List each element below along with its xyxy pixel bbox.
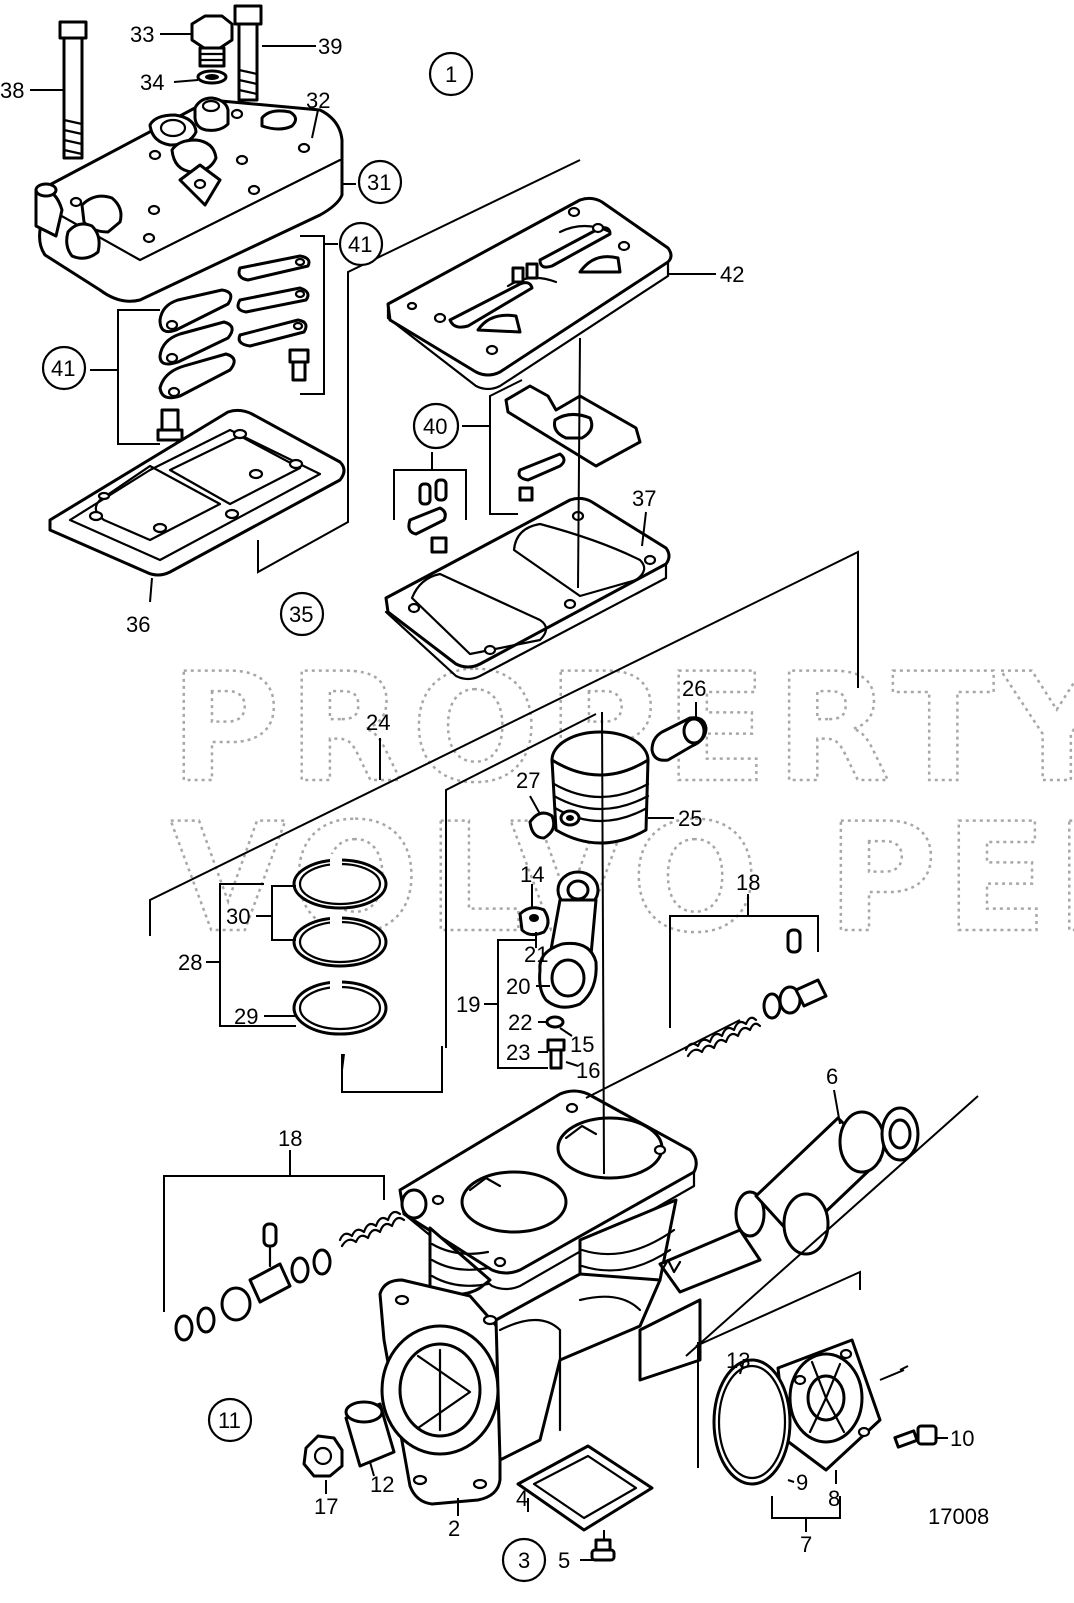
callout-41-lower: 41: [51, 356, 75, 381]
nut-17: [302, 1434, 344, 1478]
crankcase-2: [378, 1089, 702, 1506]
callout-14: 14: [520, 862, 544, 887]
gasket-37: [384, 496, 671, 681]
callout-41-upper: 41: [348, 232, 372, 257]
callout-2: 2: [448, 1516, 460, 1541]
callout-16: 16: [576, 1058, 600, 1083]
circlip-27: [528, 811, 556, 840]
screw-5: [590, 1538, 616, 1562]
callout-6: 6: [826, 1064, 838, 1089]
valve-plate-42: [386, 196, 673, 391]
fitting-33: [190, 14, 234, 68]
bushing-12: [344, 1400, 396, 1468]
callout-18-left: 18: [278, 1126, 302, 1151]
callout-labels: 38 33 39 34 32 31 1 41 41 42 40 37 36 35…: [0, 22, 989, 1583]
callout-19: 19: [456, 992, 480, 1017]
callout-21: 21: [524, 942, 548, 967]
callout-20: 20: [506, 974, 530, 999]
callout-23: 23: [506, 1040, 530, 1065]
callout-30: 30: [226, 904, 250, 929]
callout-24: 24: [366, 710, 390, 735]
callout-35: 35: [289, 602, 313, 627]
callout-7: 7: [800, 1532, 812, 1557]
callout-8: 8: [828, 1486, 840, 1511]
gasket-36: [48, 408, 346, 577]
relief-valve-18-right: [684, 928, 828, 1058]
cylinder-head-31: [34, 96, 344, 303]
screw-10: [893, 1424, 938, 1449]
callout-32: 32: [306, 88, 330, 113]
callout-31: 31: [367, 170, 391, 195]
drawing-number: 17008: [928, 1504, 989, 1529]
callout-39: 39: [318, 34, 342, 59]
callout-18-right: 18: [736, 870, 760, 895]
reed-valve-set-41-lower: [156, 288, 236, 442]
callout-40: 40: [423, 414, 447, 439]
callout-33: 33: [130, 22, 154, 47]
callout-17: 17: [314, 1494, 338, 1519]
crankshaft-6: [658, 1106, 920, 1294]
leader-lines: [30, 33, 979, 1561]
callout-15: 15: [570, 1032, 594, 1057]
callout-1: 1: [445, 62, 457, 87]
callout-3: 3: [518, 1548, 530, 1573]
piston-rings-28: [292, 854, 388, 1036]
callout-11: 11: [218, 1408, 241, 1433]
relief-valve-18-left: [174, 1188, 428, 1342]
callout-29: 29: [234, 1004, 258, 1029]
reed-valve-set-41-upper: [236, 254, 311, 382]
callout-25: 25: [678, 806, 702, 831]
callout-9: 9: [796, 1470, 808, 1495]
callout-22: 22: [508, 1010, 532, 1035]
piston-25: [550, 730, 650, 845]
callout-37: 37: [632, 486, 656, 511]
callout-5: 5: [558, 1548, 570, 1573]
callout-12: 12: [370, 1472, 394, 1497]
bearing-cover-8: [776, 1338, 882, 1472]
bolt-38: [58, 20, 88, 160]
callout-36: 36: [126, 612, 150, 637]
callout-38: 38: [0, 78, 24, 103]
seal-34: [196, 69, 228, 85]
callout-10: 10: [950, 1426, 974, 1451]
callout-34: 34: [140, 70, 164, 95]
callout-27: 27: [516, 768, 540, 793]
valve-assembly-40: [407, 384, 642, 554]
callout-28: 28: [178, 950, 202, 975]
bolt-39: [233, 4, 263, 102]
cover-4: [516, 1444, 654, 1532]
callout-42: 42: [720, 262, 744, 287]
piston-pin-26: [650, 716, 708, 762]
callout-4: 4: [516, 1486, 528, 1511]
o-ring-13: [712, 1358, 792, 1486]
callout-26: 26: [682, 676, 706, 701]
callout-13: 13: [726, 1348, 750, 1373]
connecting-rod-19: [518, 870, 600, 1070]
